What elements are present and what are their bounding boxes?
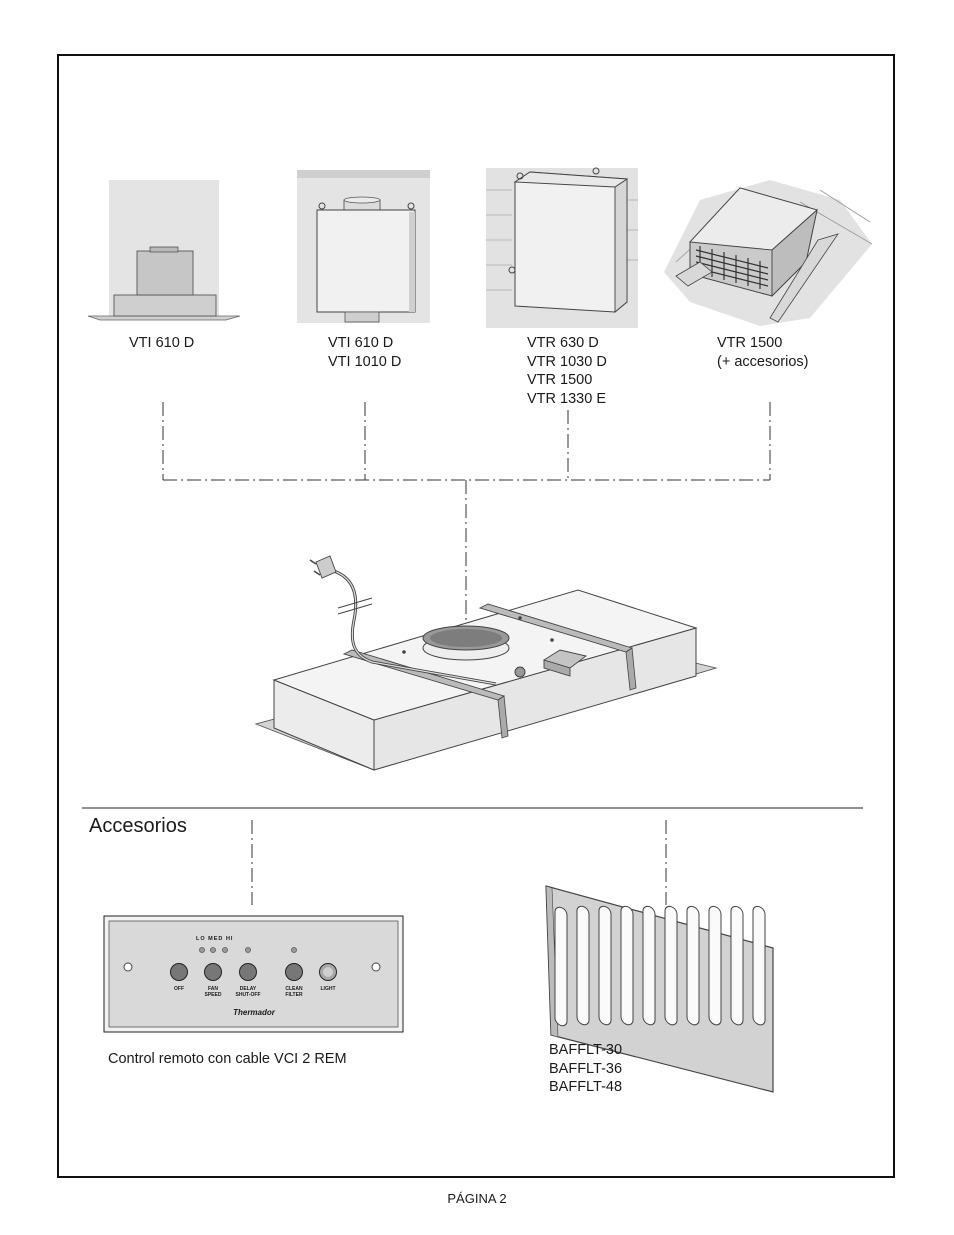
remote-button-label-off: OFF	[174, 986, 184, 992]
blower-vtr-roof-illustration	[664, 180, 873, 326]
model-label-group-4: VTR 1500 (+ accesorios)	[717, 334, 808, 371]
blower-vtr-wall-illustration	[486, 167, 638, 328]
page-number: PÁGINA 2	[447, 1191, 507, 1206]
remote-led-label-hi: HI	[225, 936, 234, 942]
remote-control-panel	[103, 915, 404, 1033]
model-label: VTI 1010 D	[328, 353, 402, 370]
model-label: VTI 610 D	[328, 335, 394, 351]
downdraft-unit-illustration	[254, 555, 718, 771]
remote-control-caption: Control remoto con cable VCI 2 REM	[108, 1051, 347, 1067]
remote-button-label-light: LIGHT	[320, 986, 336, 992]
filter-label-group: BAFFLT-30 BAFFLT-36 BAFFLT-48	[549, 1041, 622, 1097]
model-label: VTI 610 D	[129, 335, 195, 351]
filter-label: BAFFLT-30	[549, 1042, 623, 1058]
model-label-group-1: VTI 610 D	[129, 334, 194, 353]
filter-label: BAFFLT-48	[549, 1079, 623, 1095]
remote-button-label-delay: DELAY SHUT-OFF	[235, 986, 261, 998]
blower-vti-610-illustration	[87, 180, 241, 321]
filter-label: BAFFLT-36	[549, 1060, 623, 1077]
page-border	[57, 54, 895, 1178]
blower-vti-1010-illustration	[297, 170, 430, 323]
remote-led-label-med: MED	[208, 936, 224, 942]
model-label: (+ accesorios)	[717, 353, 809, 370]
model-label: VTR 1500	[717, 335, 783, 351]
connector-lines	[162, 402, 771, 905]
accessories-heading: Accesorios	[89, 815, 187, 837]
model-label: VTR 1330 E	[527, 390, 606, 407]
model-label: VTR 630 D	[527, 335, 599, 351]
remote-led-label-lo: LO	[196, 936, 206, 942]
remote-brand-logo: Thermador	[233, 1008, 275, 1017]
model-label-group-3: VTR 630 D VTR 1030 D VTR 1500 VTR 1330 E	[527, 334, 607, 408]
model-label: VTR 1500	[527, 372, 593, 388]
model-label-group-2: VTI 610 D VTI 1010 D	[328, 334, 401, 371]
baffle-filter	[545, 885, 774, 1093]
remote-button-label-clean-filter: CLEAN FILTER	[285, 986, 303, 998]
model-label: VTR 1030 D	[527, 353, 607, 370]
remote-led-labels: LO MED HI	[196, 936, 233, 942]
remote-button-label-fan-speed: FAN SPEED	[204, 986, 222, 998]
